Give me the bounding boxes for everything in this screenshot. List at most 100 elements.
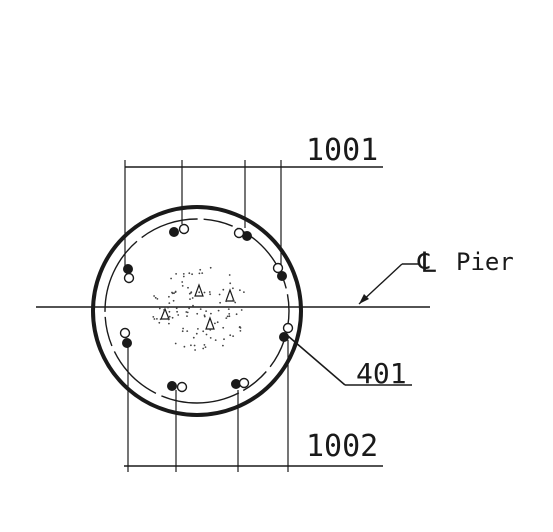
stipple-dot bbox=[181, 285, 184, 287]
stipple-dot bbox=[168, 295, 170, 298]
aggregate-triangle-icon bbox=[160, 307, 170, 320]
centerline-arrow-icon bbox=[359, 294, 369, 304]
stipple-dot bbox=[192, 304, 194, 307]
rebar-hollow-icon bbox=[233, 227, 245, 239]
stipple-dot bbox=[204, 346, 207, 348]
stipple-dot bbox=[153, 295, 156, 297]
stipple-dot bbox=[188, 292, 191, 295]
stipple-dot bbox=[168, 310, 171, 313]
centerline-callout: ℄ Pier bbox=[358, 246, 514, 305]
stipple-dot bbox=[181, 281, 184, 283]
bar-callout-label: 401 bbox=[356, 357, 407, 390]
rebar-hollow-icon bbox=[178, 223, 190, 235]
stipple-dot bbox=[154, 296, 157, 299]
stipple-dot bbox=[225, 317, 228, 319]
rebar-hollow-icon bbox=[123, 272, 135, 284]
stipple-dot bbox=[197, 328, 199, 330]
stipple-dot bbox=[216, 321, 219, 324]
stipple-dot bbox=[171, 316, 174, 319]
centerline-symbol: ℄ bbox=[417, 246, 436, 279]
stipple-dot bbox=[234, 301, 237, 304]
stipple-dot bbox=[202, 330, 205, 333]
stipple-dot bbox=[199, 308, 202, 310]
stipple-dot bbox=[203, 291, 206, 294]
stipple-dot bbox=[198, 272, 201, 275]
rebar-hollow-icon bbox=[238, 377, 250, 389]
stipple-dot bbox=[222, 344, 224, 347]
stipple-dot bbox=[186, 311, 189, 314]
stipple-dot bbox=[209, 266, 212, 269]
stipple-dot bbox=[222, 326, 225, 329]
stipple-dot bbox=[190, 344, 192, 347]
stipple-dot bbox=[159, 318, 162, 321]
stipple-dot bbox=[232, 287, 234, 290]
bottom-dimension-group: 1002 bbox=[124, 340, 383, 472]
stipple-dot bbox=[205, 310, 208, 312]
stipple-dot bbox=[239, 326, 241, 328]
stipple-dot bbox=[182, 273, 185, 275]
stipple-dot bbox=[171, 291, 173, 294]
stipple-dot bbox=[181, 330, 184, 333]
rebar-filled-icon bbox=[167, 381, 177, 391]
pier-inner-circle bbox=[104, 218, 290, 404]
bar-leader bbox=[287, 335, 346, 386]
top-dimension-label: 1001 bbox=[306, 133, 378, 168]
stipple-dot bbox=[222, 288, 225, 291]
stipple-dot bbox=[239, 289, 241, 292]
stipple-dot bbox=[214, 339, 217, 341]
stipple-dot bbox=[177, 314, 180, 316]
rebar-filled-icon bbox=[277, 271, 287, 281]
stipple-dot bbox=[227, 308, 230, 310]
stipple-dot bbox=[191, 273, 194, 276]
stipple-dot bbox=[182, 327, 185, 330]
stipple-dot bbox=[226, 315, 229, 318]
reinforcing-bars-hollow bbox=[119, 223, 294, 393]
stipple-dot bbox=[185, 311, 188, 313]
stipple-dot bbox=[188, 307, 191, 310]
stipple-dot bbox=[208, 291, 211, 293]
stipple-dot bbox=[198, 291, 201, 294]
stipple-dot bbox=[203, 344, 206, 346]
stipple-dot bbox=[168, 322, 170, 325]
stipple-dot bbox=[187, 286, 189, 289]
stipple-dot bbox=[196, 312, 199, 315]
stipple-dot bbox=[158, 321, 161, 324]
stipple-dot bbox=[232, 335, 235, 337]
stipple-dot bbox=[156, 298, 159, 300]
stipple-dot bbox=[223, 338, 225, 341]
top-dimension-group: 1001 bbox=[124, 133, 383, 272]
stipple-dot bbox=[199, 268, 202, 271]
stipple-dot bbox=[235, 313, 238, 316]
stipple-dot bbox=[168, 315, 171, 318]
concrete-aggregate bbox=[160, 283, 235, 330]
stipple-dot bbox=[152, 316, 155, 318]
stipple-dot bbox=[174, 291, 177, 293]
stipple-dot bbox=[153, 318, 156, 320]
stipple-dot bbox=[172, 299, 175, 302]
stipple-dot bbox=[214, 322, 216, 325]
centerline-text: Pier bbox=[456, 248, 514, 276]
reinforcing-bars-filled bbox=[122, 227, 289, 391]
stipple-dot bbox=[182, 275, 185, 278]
bottom-dimension-label: 1002 bbox=[306, 429, 378, 464]
rebar-hollow-icon bbox=[272, 262, 284, 274]
stipple-dot bbox=[189, 298, 191, 300]
stipple-dot bbox=[209, 337, 212, 339]
stipple-dot bbox=[158, 307, 161, 310]
rebar-filled-icon bbox=[122, 338, 132, 348]
stipple-dot bbox=[228, 315, 231, 318]
aggregate-triangle-icon bbox=[194, 283, 204, 297]
stipple-dot bbox=[175, 307, 178, 310]
stipple-dot bbox=[209, 293, 212, 296]
stipple-dot bbox=[175, 273, 178, 275]
stipple-dot bbox=[163, 309, 166, 311]
stipple-dot bbox=[186, 315, 188, 317]
stipple-dot bbox=[201, 272, 204, 274]
stipple-dot bbox=[210, 312, 212, 315]
rebar-filled-icon bbox=[231, 379, 241, 389]
stipple-dot bbox=[240, 309, 243, 311]
stipple-dot bbox=[239, 330, 242, 332]
stipple-dot bbox=[190, 291, 193, 293]
rebar-filled-icon bbox=[279, 332, 289, 342]
rebar-filled-icon bbox=[123, 264, 133, 274]
